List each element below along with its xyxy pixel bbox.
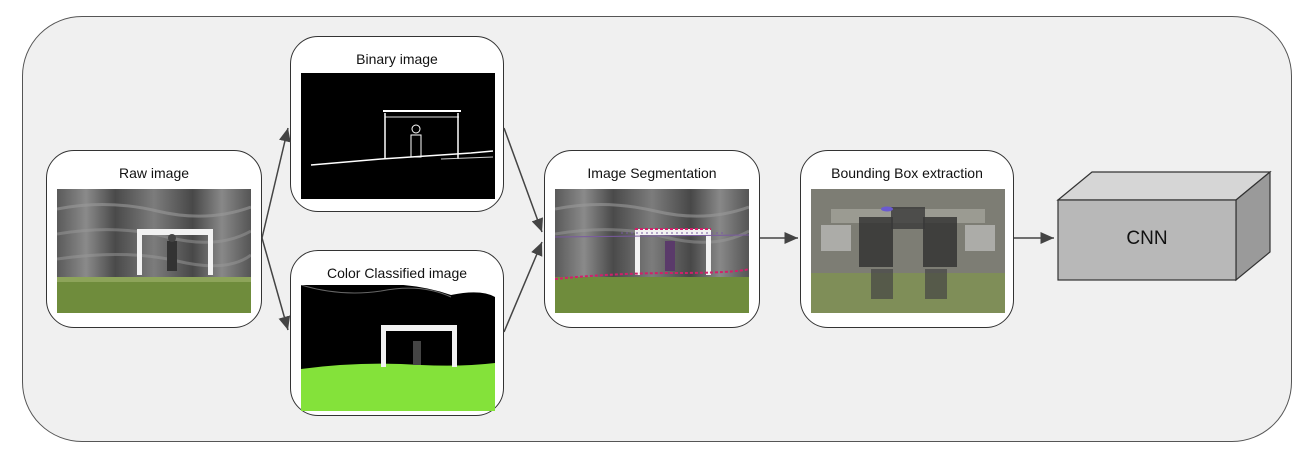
binary-image-node: Binary image (290, 36, 504, 212)
bounding-box-node: Bounding Box extraction (800, 150, 1014, 328)
segmentation-title: Image Segmentation (587, 165, 717, 181)
binary-image-title: Binary image (356, 51, 438, 67)
raw-image-node: Raw image (46, 150, 262, 328)
arrow-binary-to-segmentation (503, 127, 544, 233)
binary-image-thumbnail (301, 73, 495, 199)
segmentation-node: Image Segmentation (544, 150, 760, 328)
cnn-box (1056, 170, 1272, 282)
segmentation-thumbnail (555, 189, 749, 313)
arrow-color-to-segmentation (503, 241, 543, 333)
bounding-box-thumbnail (811, 189, 1005, 313)
color-classified-node: Color Classified image (290, 250, 504, 416)
raw-image-thumbnail (57, 189, 251, 313)
color-classified-thumbnail (301, 285, 495, 411)
arrow-raw-to-color (261, 237, 291, 331)
bounding-box-title: Bounding Box extraction (831, 165, 983, 181)
arrow-raw-to-binary (261, 127, 291, 239)
color-classified-title: Color Classified image (326, 265, 468, 281)
raw-image-title: Raw image (118, 165, 190, 181)
cnn-label: CNN (1126, 228, 1168, 249)
